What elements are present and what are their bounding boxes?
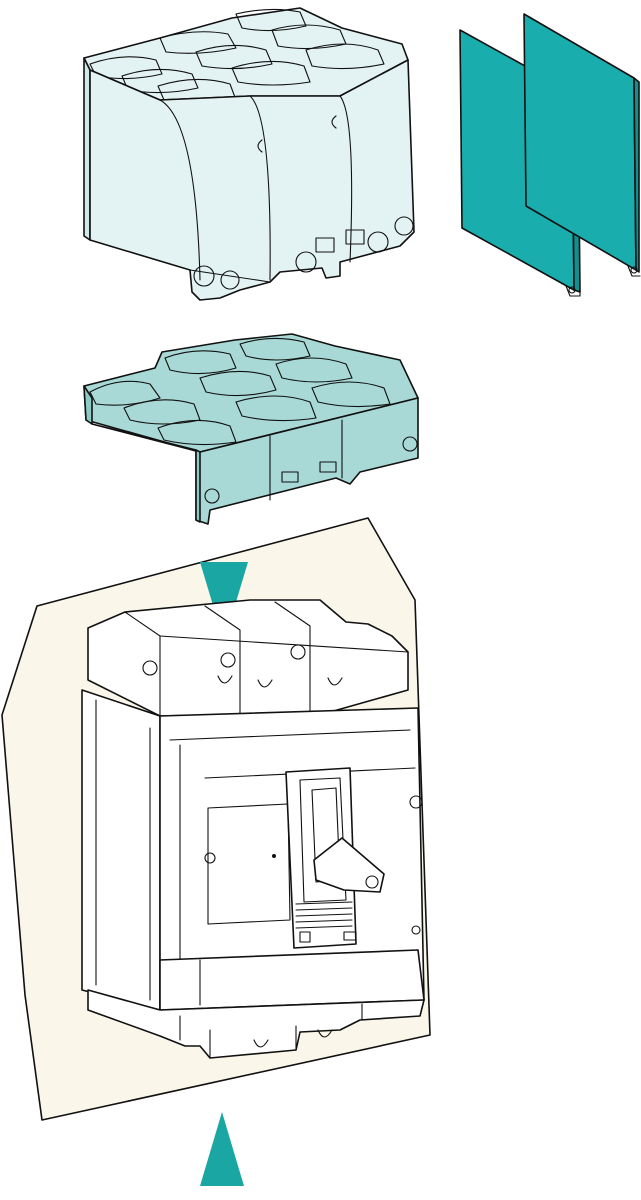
arrow-up-icon [200, 1112, 244, 1186]
circuit-breaker [81, 599, 425, 1059]
bottom-insert-arrow [200, 1112, 244, 1186]
trip-mechanism-ribs [295, 901, 357, 943]
long-terminal-cover [83, 7, 415, 301]
phase-separator-2 [523, 13, 641, 277]
phase-separators [459, 13, 641, 297]
short-terminal-cover [83, 333, 419, 525]
